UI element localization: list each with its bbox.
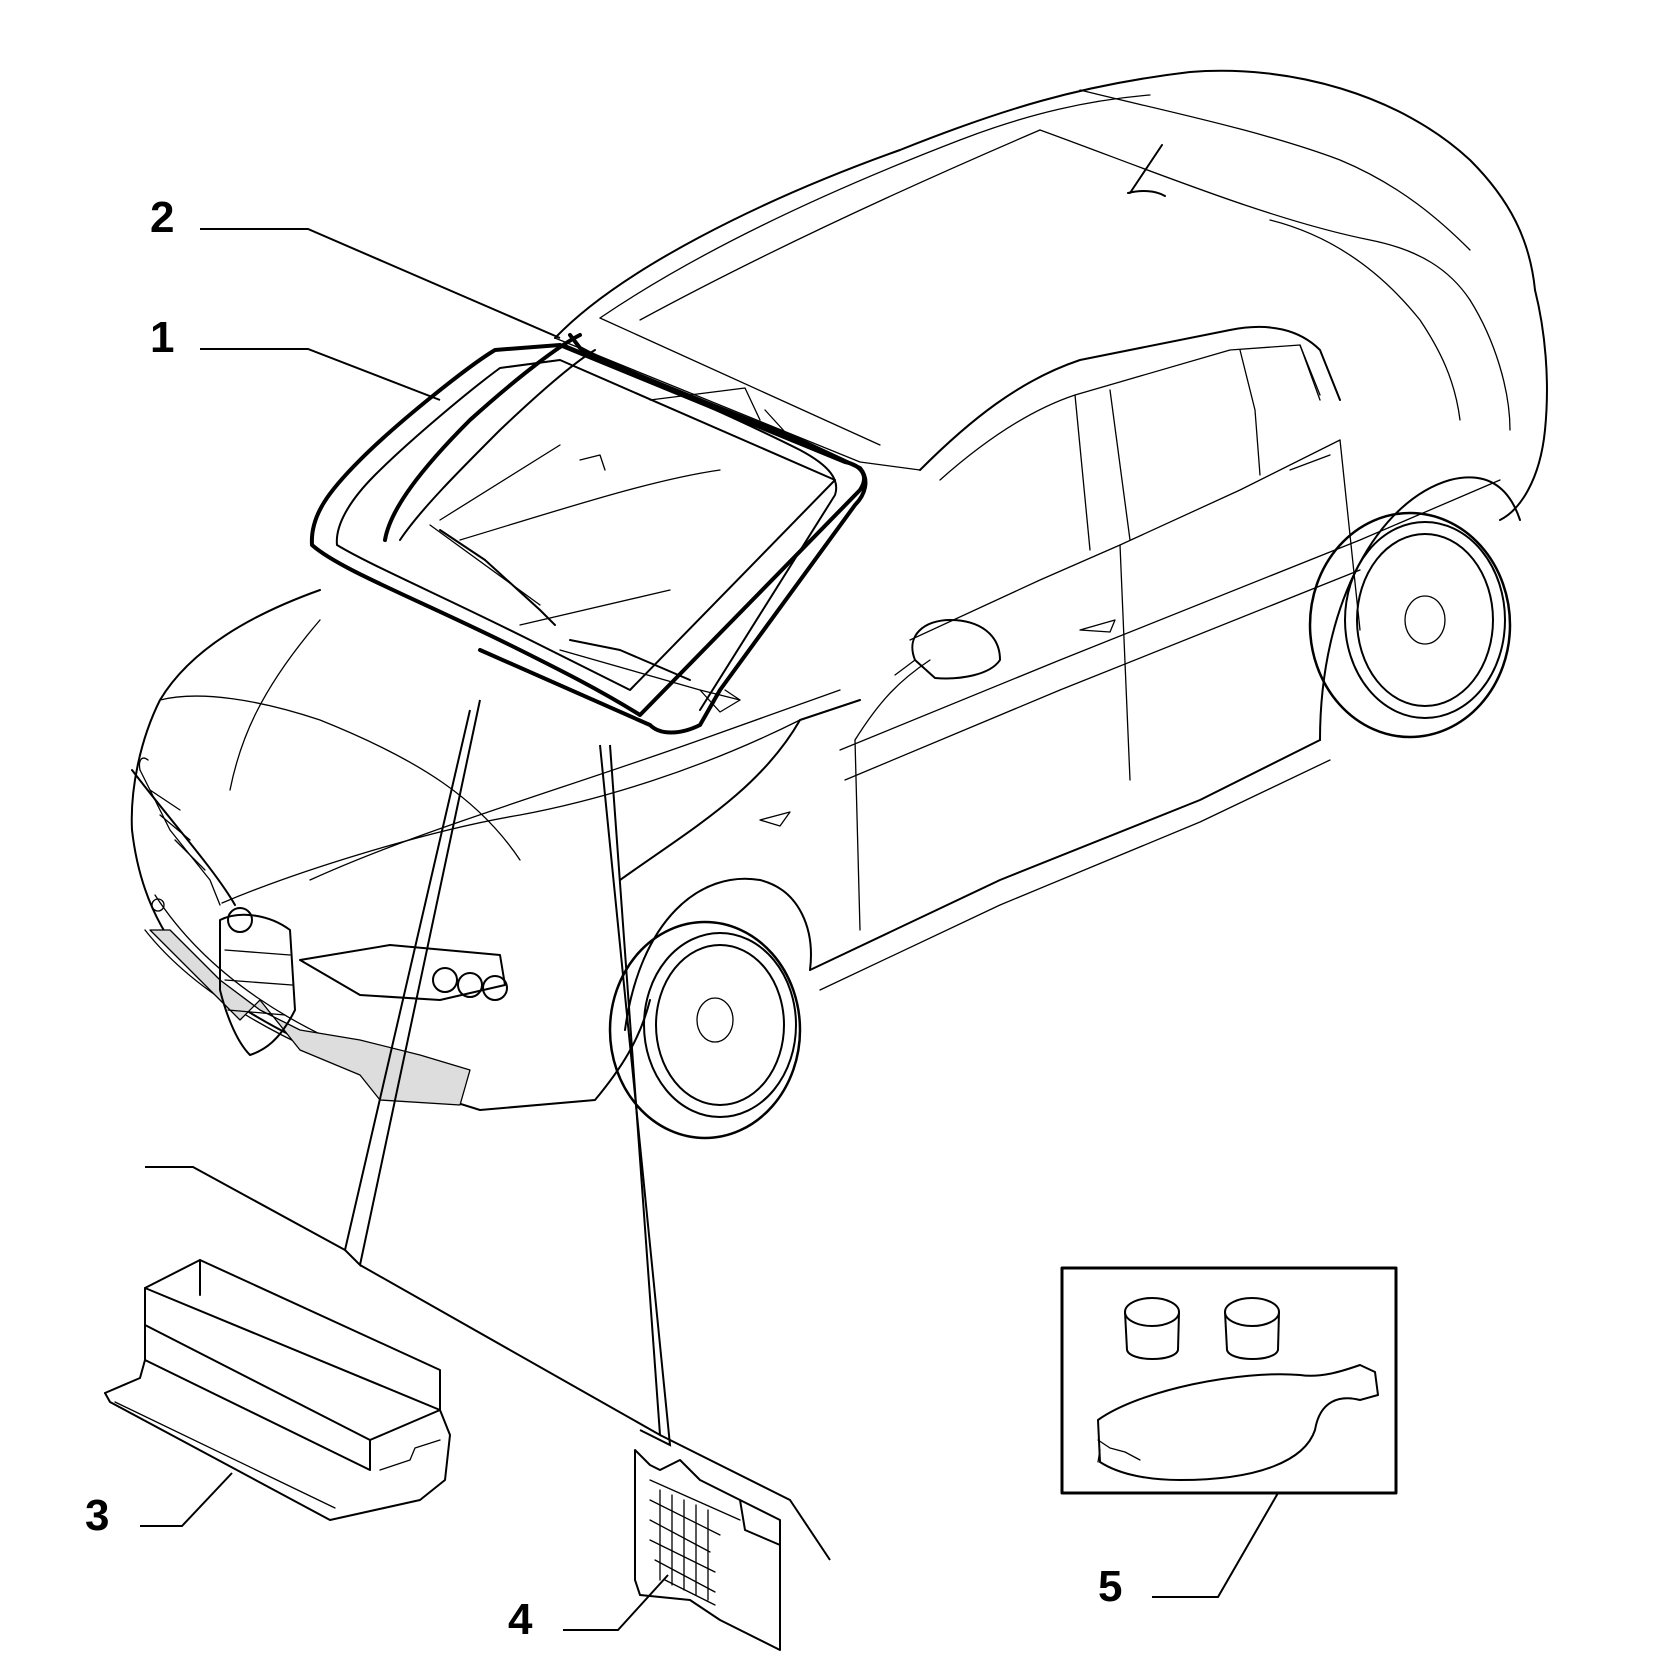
leader-5 bbox=[1152, 1492, 1279, 1598]
car-illustration bbox=[130, 69, 1548, 1140]
leader-3 bbox=[140, 1472, 233, 1527]
leader-1 bbox=[200, 348, 441, 401]
leader-windscreen-left bbox=[145, 709, 471, 1252]
leader-4 bbox=[563, 1574, 669, 1631]
part-3-foam-strip bbox=[104, 1259, 451, 1521]
leader-seal-right-2 bbox=[599, 744, 672, 1447]
callout-2: 2 bbox=[150, 193, 174, 242]
leader-windscreen-left-2 bbox=[344, 699, 481, 1268]
windscreen-glass bbox=[309, 343, 866, 717]
part-5-kit-box bbox=[1060, 1266, 1398, 1495]
leader-clip bbox=[659, 1434, 831, 1561]
front-wheel bbox=[608, 920, 802, 1140]
leader-lines bbox=[140, 228, 1279, 1631]
windscreen-seal bbox=[383, 333, 868, 735]
rear-wheel bbox=[1308, 511, 1512, 739]
part-4-clip bbox=[634, 1449, 781, 1651]
callout-1: 1 bbox=[150, 313, 174, 362]
callout-3: 3 bbox=[85, 1491, 109, 1540]
leader-2 bbox=[200, 228, 561, 339]
callout-5: 5 bbox=[1098, 1562, 1122, 1611]
callout-4: 4 bbox=[508, 1595, 533, 1644]
